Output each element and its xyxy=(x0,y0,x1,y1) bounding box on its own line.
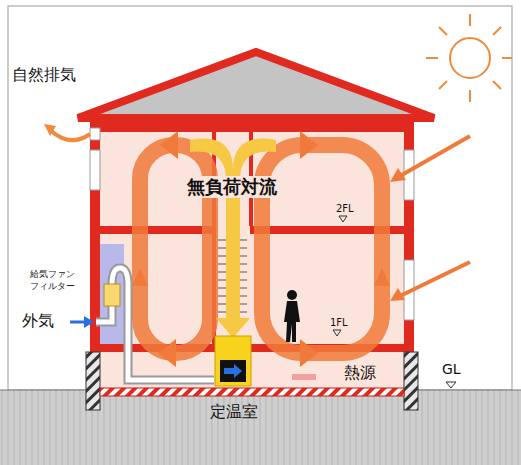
floor-level-label: 1FL xyxy=(330,317,348,328)
exhaust-arrow xyxy=(50,130,90,140)
filter-label: フィルター xyxy=(30,282,75,292)
supply-shaft xyxy=(100,244,124,344)
ground-level-label: GL xyxy=(442,362,461,377)
level-marks xyxy=(333,216,456,388)
heat-source xyxy=(292,374,316,380)
loop-arrowheads xyxy=(132,131,390,367)
heat-source-label: 熱源 xyxy=(344,364,376,382)
solar-arrows xyxy=(390,136,470,301)
floor-level-label: 2FL xyxy=(336,203,354,214)
filter xyxy=(104,284,120,306)
sky-frame xyxy=(8,6,512,390)
heat-source-unit xyxy=(215,336,251,386)
constant-temp-label: 定温室 xyxy=(210,403,258,421)
ground xyxy=(0,390,521,465)
convection-loop xyxy=(140,145,382,353)
fan-label: 給気ファン xyxy=(30,270,75,280)
convection-label: 無負荷対流 xyxy=(184,176,280,198)
outside-air-label: 外気 xyxy=(22,312,54,330)
sun xyxy=(426,14,512,102)
roof xyxy=(78,52,434,118)
person xyxy=(284,290,300,342)
supply-duct xyxy=(96,268,214,380)
structure xyxy=(90,118,414,352)
outside-air-arrow xyxy=(70,316,94,328)
exhaust-label: 自然排気 xyxy=(12,66,76,84)
downdraft-arrow xyxy=(190,139,276,338)
